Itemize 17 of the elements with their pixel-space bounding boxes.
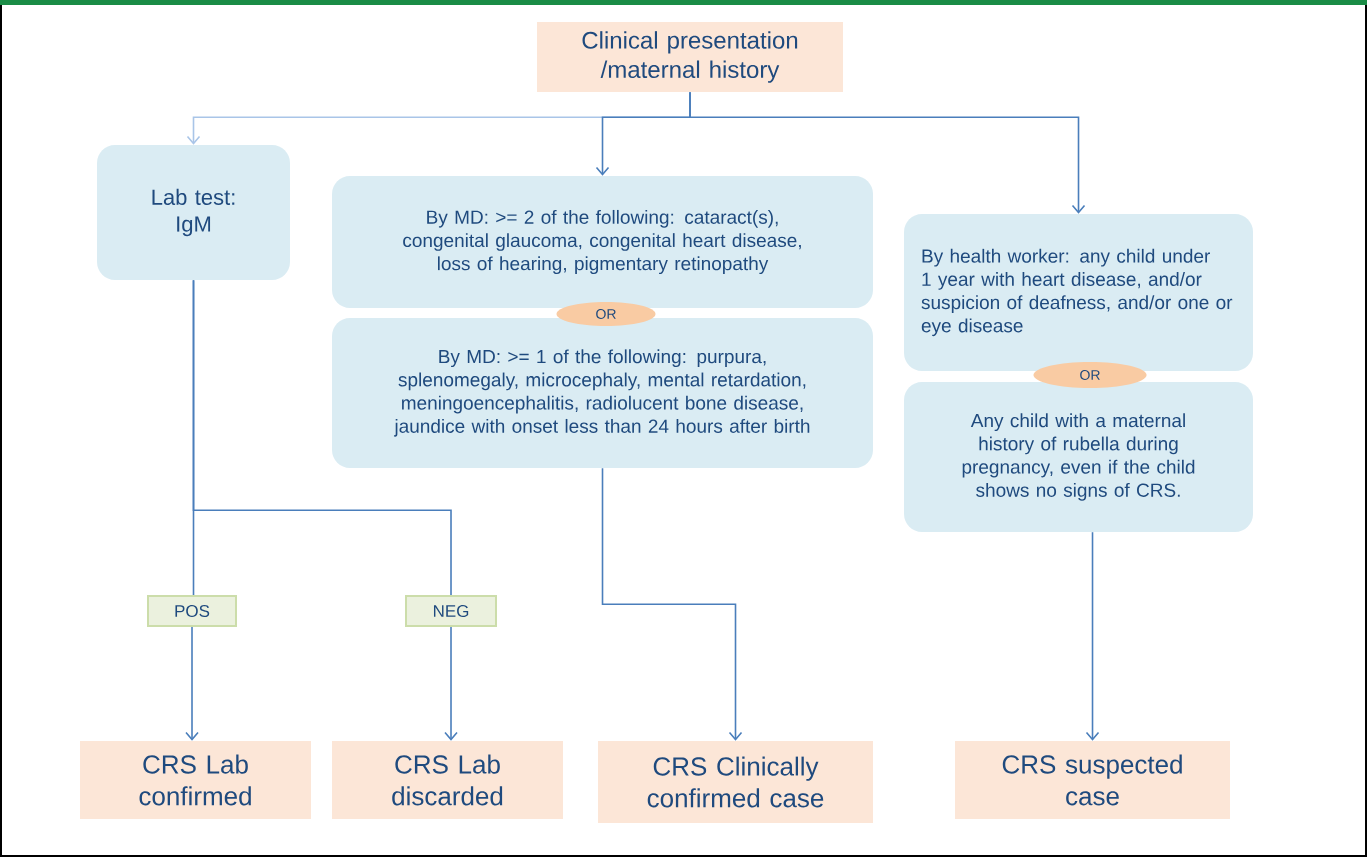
arrow: [1085, 531, 1100, 741]
criteria-box: By MD: >= 1 of the following: purpura, splenomegaly, microcephaly, mental retardation, meningoencephalitis, radiolucent bone disease, jaundice with onset less than 24 hours after birth: [332, 318, 873, 468]
outcome-box: CRS Lab discarded: [332, 741, 563, 819]
arrow: [185, 626, 199, 741]
result-tag: NEG: [405, 595, 497, 627]
arrow: [601, 467, 743, 741]
outcome-box: CRS Clinically confirmed case: [598, 741, 873, 823]
criteria-box: By health worker: any child under 1 year with heart disease, and/or suspicion of deafness, and/or one or eye disease: [904, 214, 1253, 371]
result-tag: POS: [147, 595, 237, 627]
criteria-box: By MD: >= 2 of the following: cataract(s), congenital glaucoma, congenital heart disease, loss of hearing, pigmentary retinopathy: [332, 176, 873, 308]
arrow: [444, 626, 458, 741]
arrow: [689, 91, 1086, 214]
outcome-box: CRS suspected case: [955, 741, 1230, 819]
outcome-box: Clinical presentation /maternal history: [537, 22, 843, 92]
criteria-box: Any child with a maternal history of rubella during pregnancy, even if the child shows no signs of CRS.: [904, 382, 1253, 532]
outcome-box: CRS Lab confirmed: [80, 741, 311, 819]
criteria-box: Lab test: IgM: [97, 145, 290, 280]
